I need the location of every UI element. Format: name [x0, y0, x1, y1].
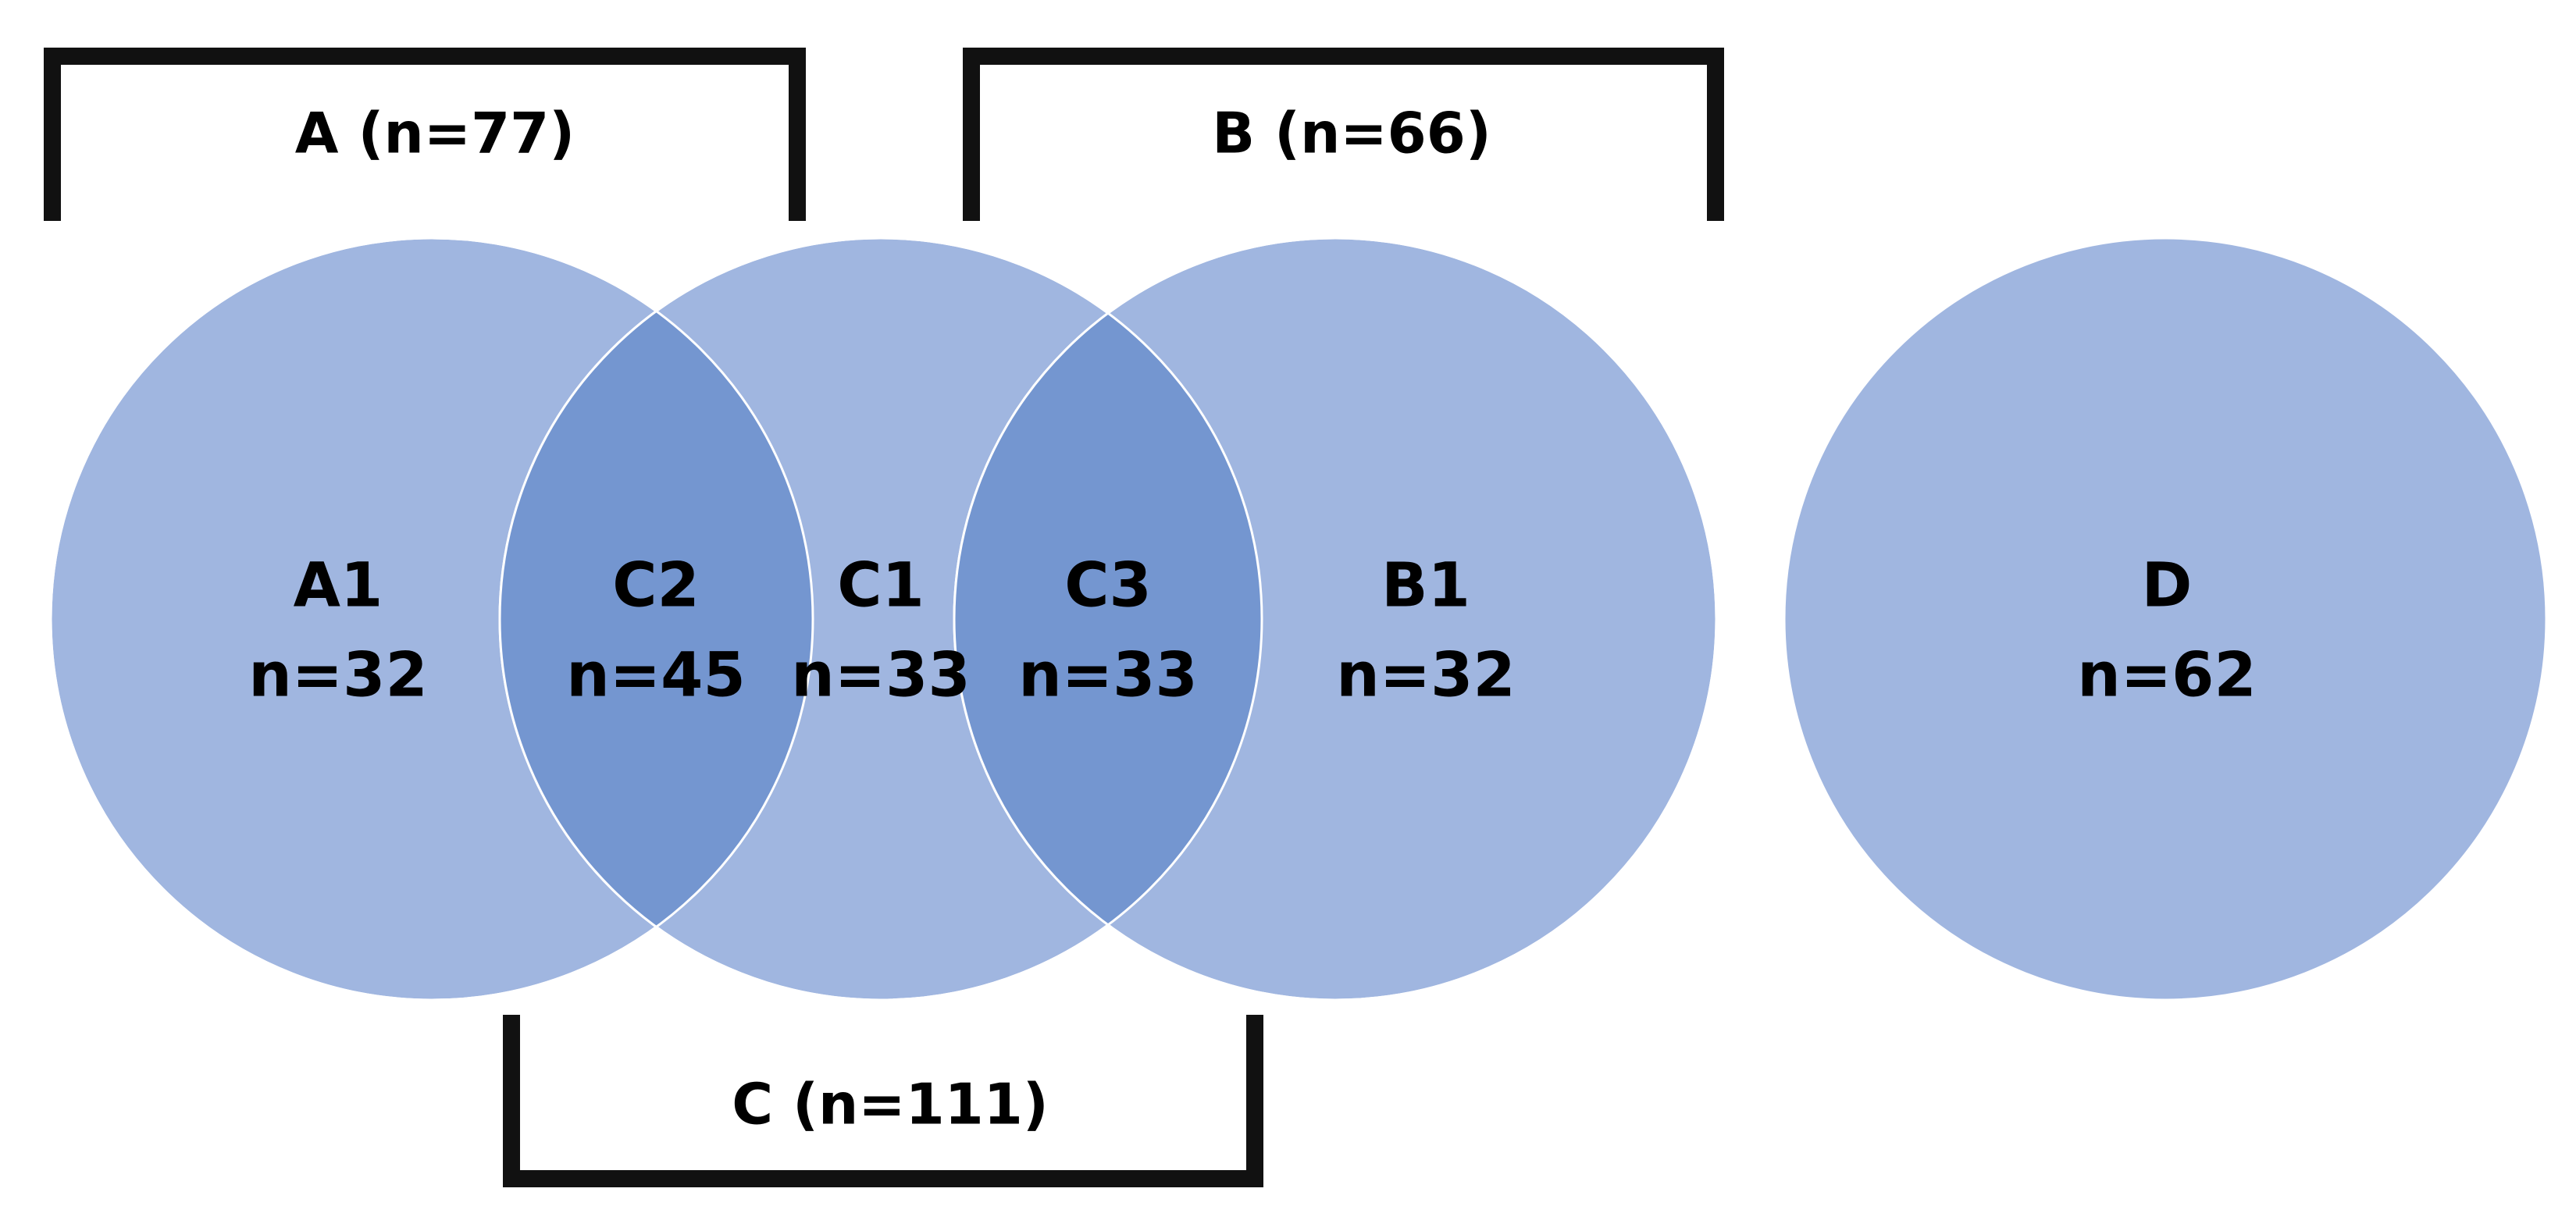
circle-d	[1783, 237, 2548, 1002]
region-c2-count: n=45	[566, 640, 745, 710]
region-c3-count: n=33	[1018, 640, 1197, 710]
circle-a-outline	[49, 237, 814, 1002]
circle-b-outline	[953, 237, 1718, 1002]
region-d-count: n=62	[2077, 640, 2256, 710]
region-c2-name: C2	[612, 550, 700, 621]
group-b-label: B (n=66)	[1212, 101, 1491, 166]
region-d-name: D	[2142, 550, 2193, 621]
region-c3-name: C3	[1064, 550, 1152, 621]
overlap-c-b	[954, 238, 1262, 1000]
bracket-group-c	[503, 1015, 1263, 1187]
region-a1-count: n=32	[248, 640, 427, 710]
group-c-label: C (n=111)	[732, 1072, 1049, 1137]
overlap-a-c	[500, 238, 813, 1000]
group-a-label: A (n=77)	[295, 101, 575, 166]
region-a1-name: A1	[294, 550, 383, 621]
circle-c-outline	[498, 237, 1263, 1002]
region-c1-name: C1	[837, 550, 925, 621]
region-c1-count: n=33	[791, 640, 970, 710]
bracket-group-a	[44, 48, 806, 221]
region-b1-count: n=32	[1336, 640, 1515, 710]
bracket-group-b	[963, 48, 1724, 221]
region-b1-name: B1	[1381, 550, 1470, 621]
